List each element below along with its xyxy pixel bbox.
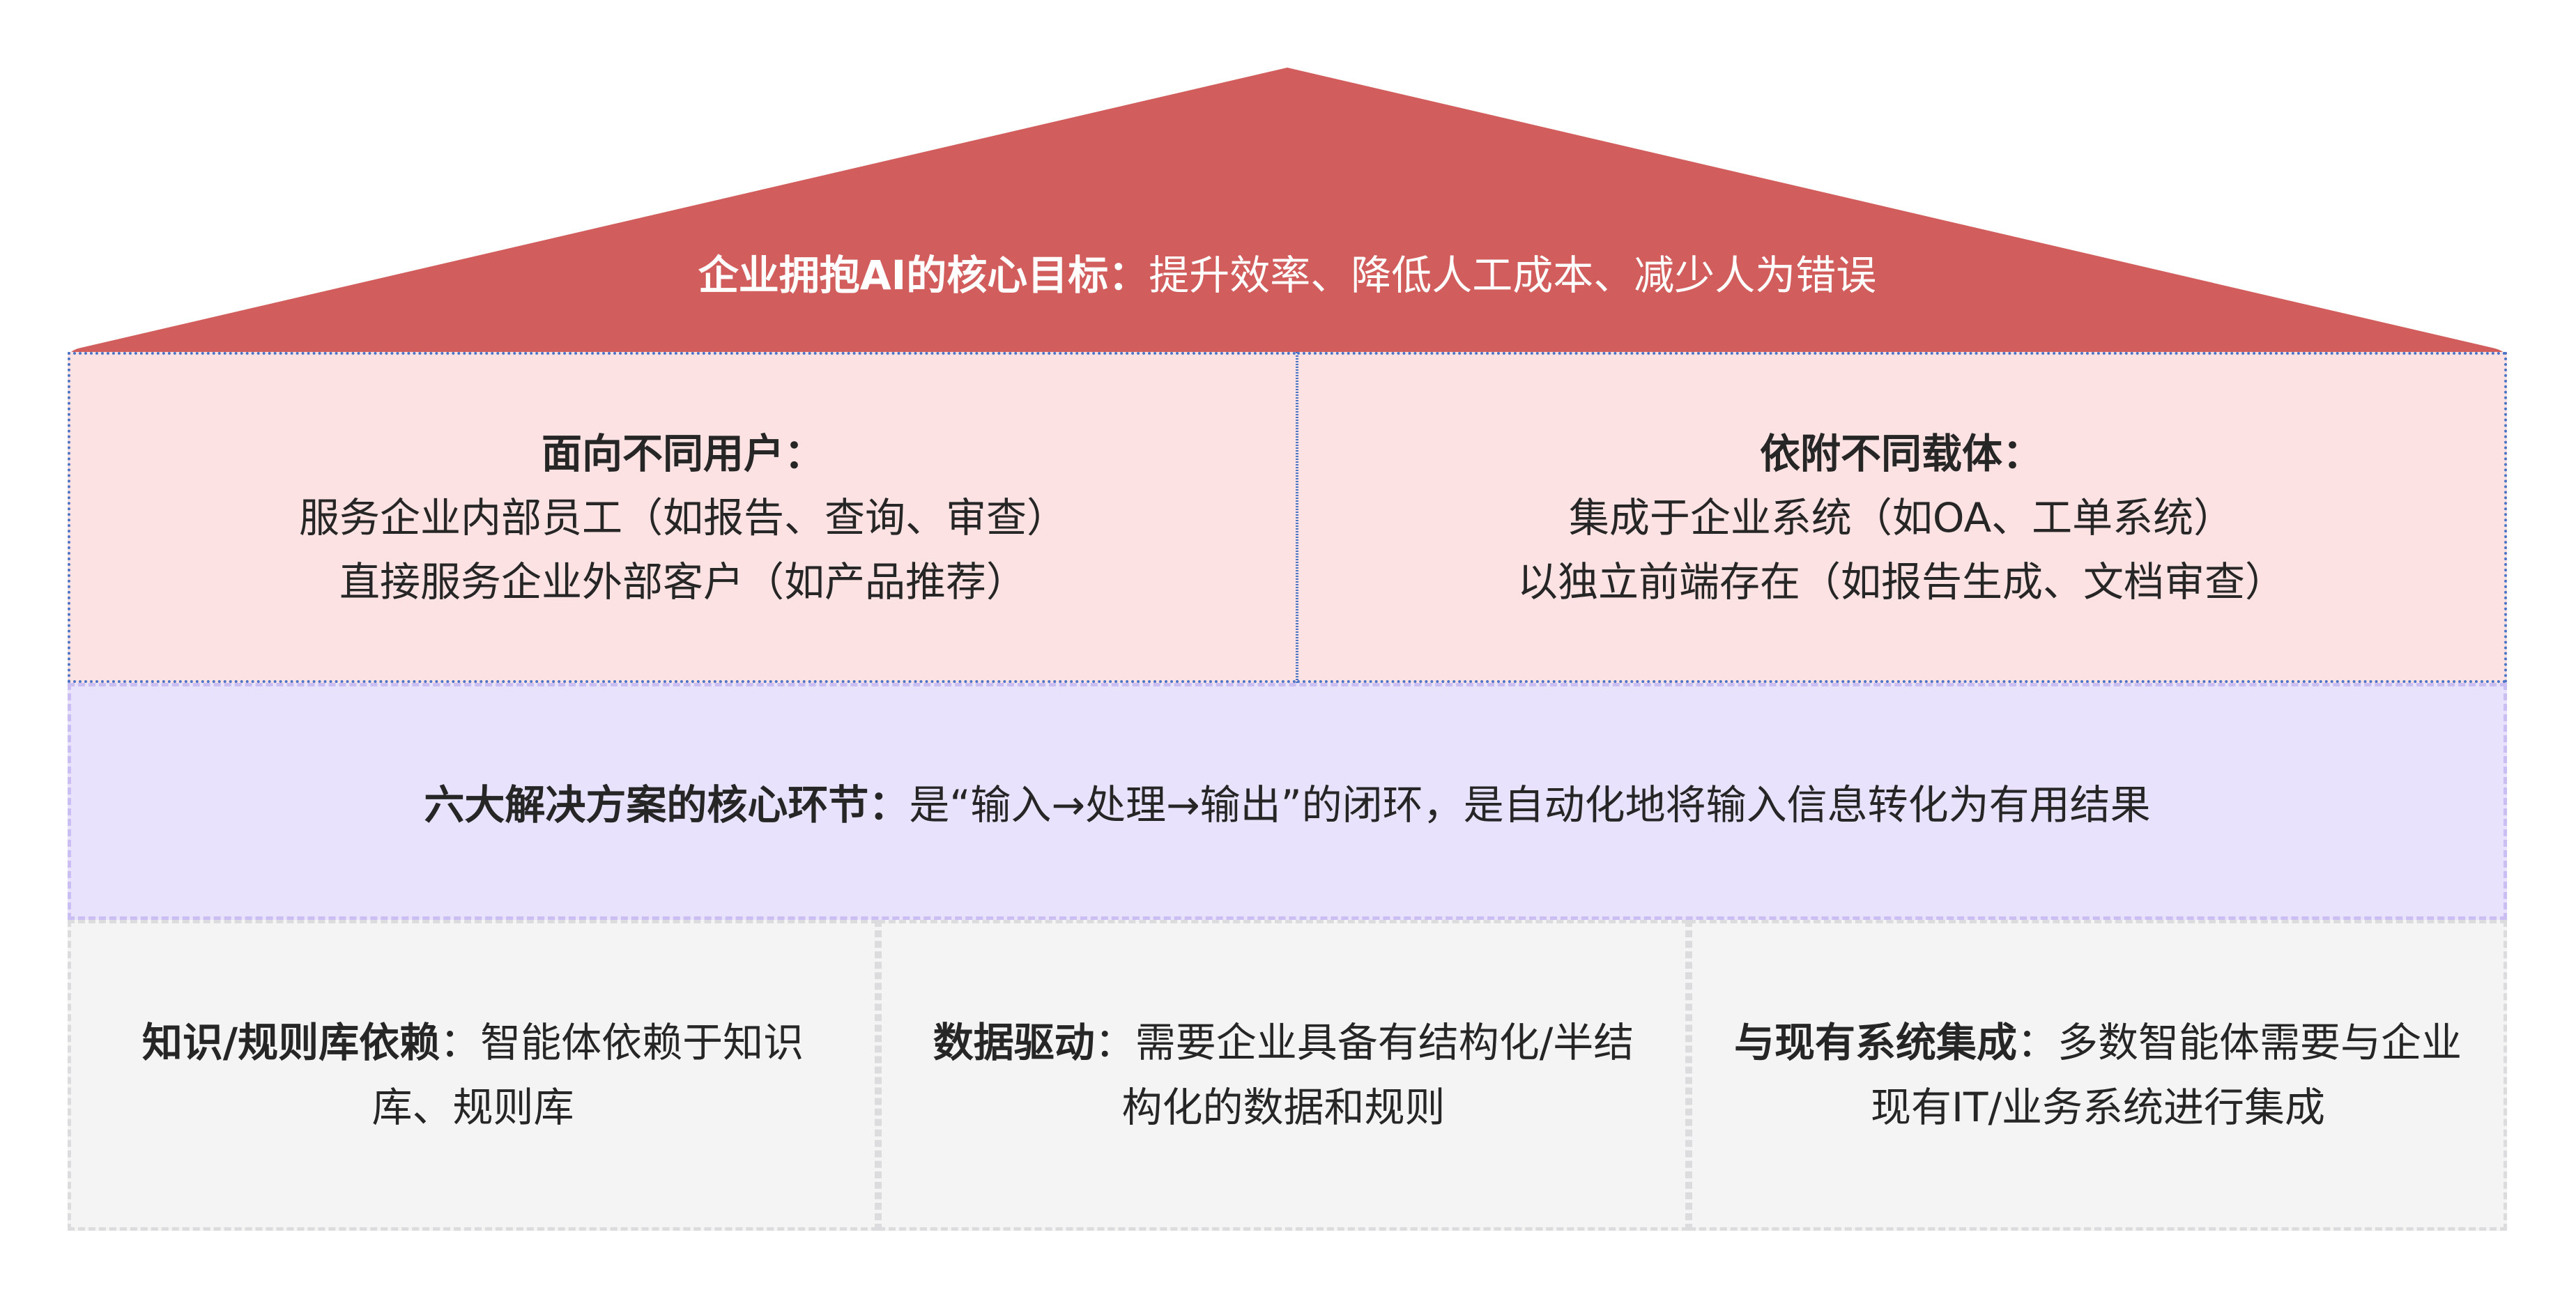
- carriers-line-1: 集成于企业系统（如OA、工单系统）: [1568, 493, 2234, 541]
- foundation-cell-data: 数据驱动：需要企业具备有结构化/半结构化的数据和规则: [878, 920, 1689, 1231]
- users-line-2: 直接服务企业外部客户（如产品推荐）: [339, 558, 1027, 606]
- foundation-label: 知识/规则库依赖: [141, 1019, 440, 1066]
- roof-shape: [68, 68, 2507, 359]
- foundation-colon: ：: [2016, 1019, 2057, 1066]
- foundation-text: 智能体依赖于知识库、规则库: [371, 1019, 804, 1131]
- foundation-cell-integration: 与现有系统集成：多数智能体需要与企业现有IT/业务系统进行集成: [1689, 920, 2507, 1231]
- foundation-row: 知识/规则库依赖：智能体依赖于知识库、规则库 数据驱动：需要企业具备有结构化/半…: [68, 920, 2507, 1231]
- carriers-cell: 依附不同载体： 集成于企业系统（如OA、工单系统） 以独立前端存在（如报告生成、…: [1297, 352, 2507, 683]
- carriers-heading: 依附不同载体：: [1759, 429, 2043, 477]
- foundation-colon: ：: [1094, 1019, 1135, 1066]
- roof-goal-value: 提升效率、降低人工成本、减少人为错误: [1149, 252, 1877, 299]
- core-loop-band: 六大解决方案的核心环节： 是“输入→处理→输出”的闭环，是自动化地将输入信息转化…: [68, 683, 2507, 920]
- foundation-cell-knowledge: 知识/规则库依赖：智能体依赖于知识库、规则库: [68, 920, 878, 1231]
- users-line-1: 服务企业内部员工（如报告、查询、审查）: [298, 493, 1067, 541]
- roof-goal-label: 企业拥抱AI的核心目标：: [698, 252, 1149, 299]
- core-loop-label: 六大解决方案的核心环节：: [424, 781, 910, 829]
- middle-row: 面向不同用户： 服务企业内部员工（如报告、查询、审查） 直接服务企业外部客户（如…: [68, 352, 2507, 683]
- carriers-line-2: 以独立前端存在（如报告生成、文档审查）: [1517, 558, 2285, 606]
- users-heading: 面向不同用户：: [541, 429, 825, 477]
- core-loop-text: 是“输入→处理→输出”的闭环，是自动化地将输入信息转化为有用结果: [909, 781, 2151, 829]
- foundation-colon: ：: [440, 1019, 481, 1066]
- users-cell: 面向不同用户： 服务企业内部员工（如报告、查询、审查） 直接服务企业外部客户（如…: [68, 352, 1297, 683]
- foundation-text: 需要企业具备有结构化/半结构化的数据和规则: [1121, 1019, 1634, 1131]
- foundation-text: 多数智能体需要与企业现有IT/业务系统进行集成: [1870, 1019, 2462, 1131]
- foundation-label: 数据驱动: [933, 1019, 1095, 1066]
- foundation-label: 与现有系统集成: [1733, 1019, 2017, 1066]
- roof-goal-text: 企业拥抱AI的核心目标： 提升效率、降低人工成本、减少人为错误: [68, 244, 2507, 300]
